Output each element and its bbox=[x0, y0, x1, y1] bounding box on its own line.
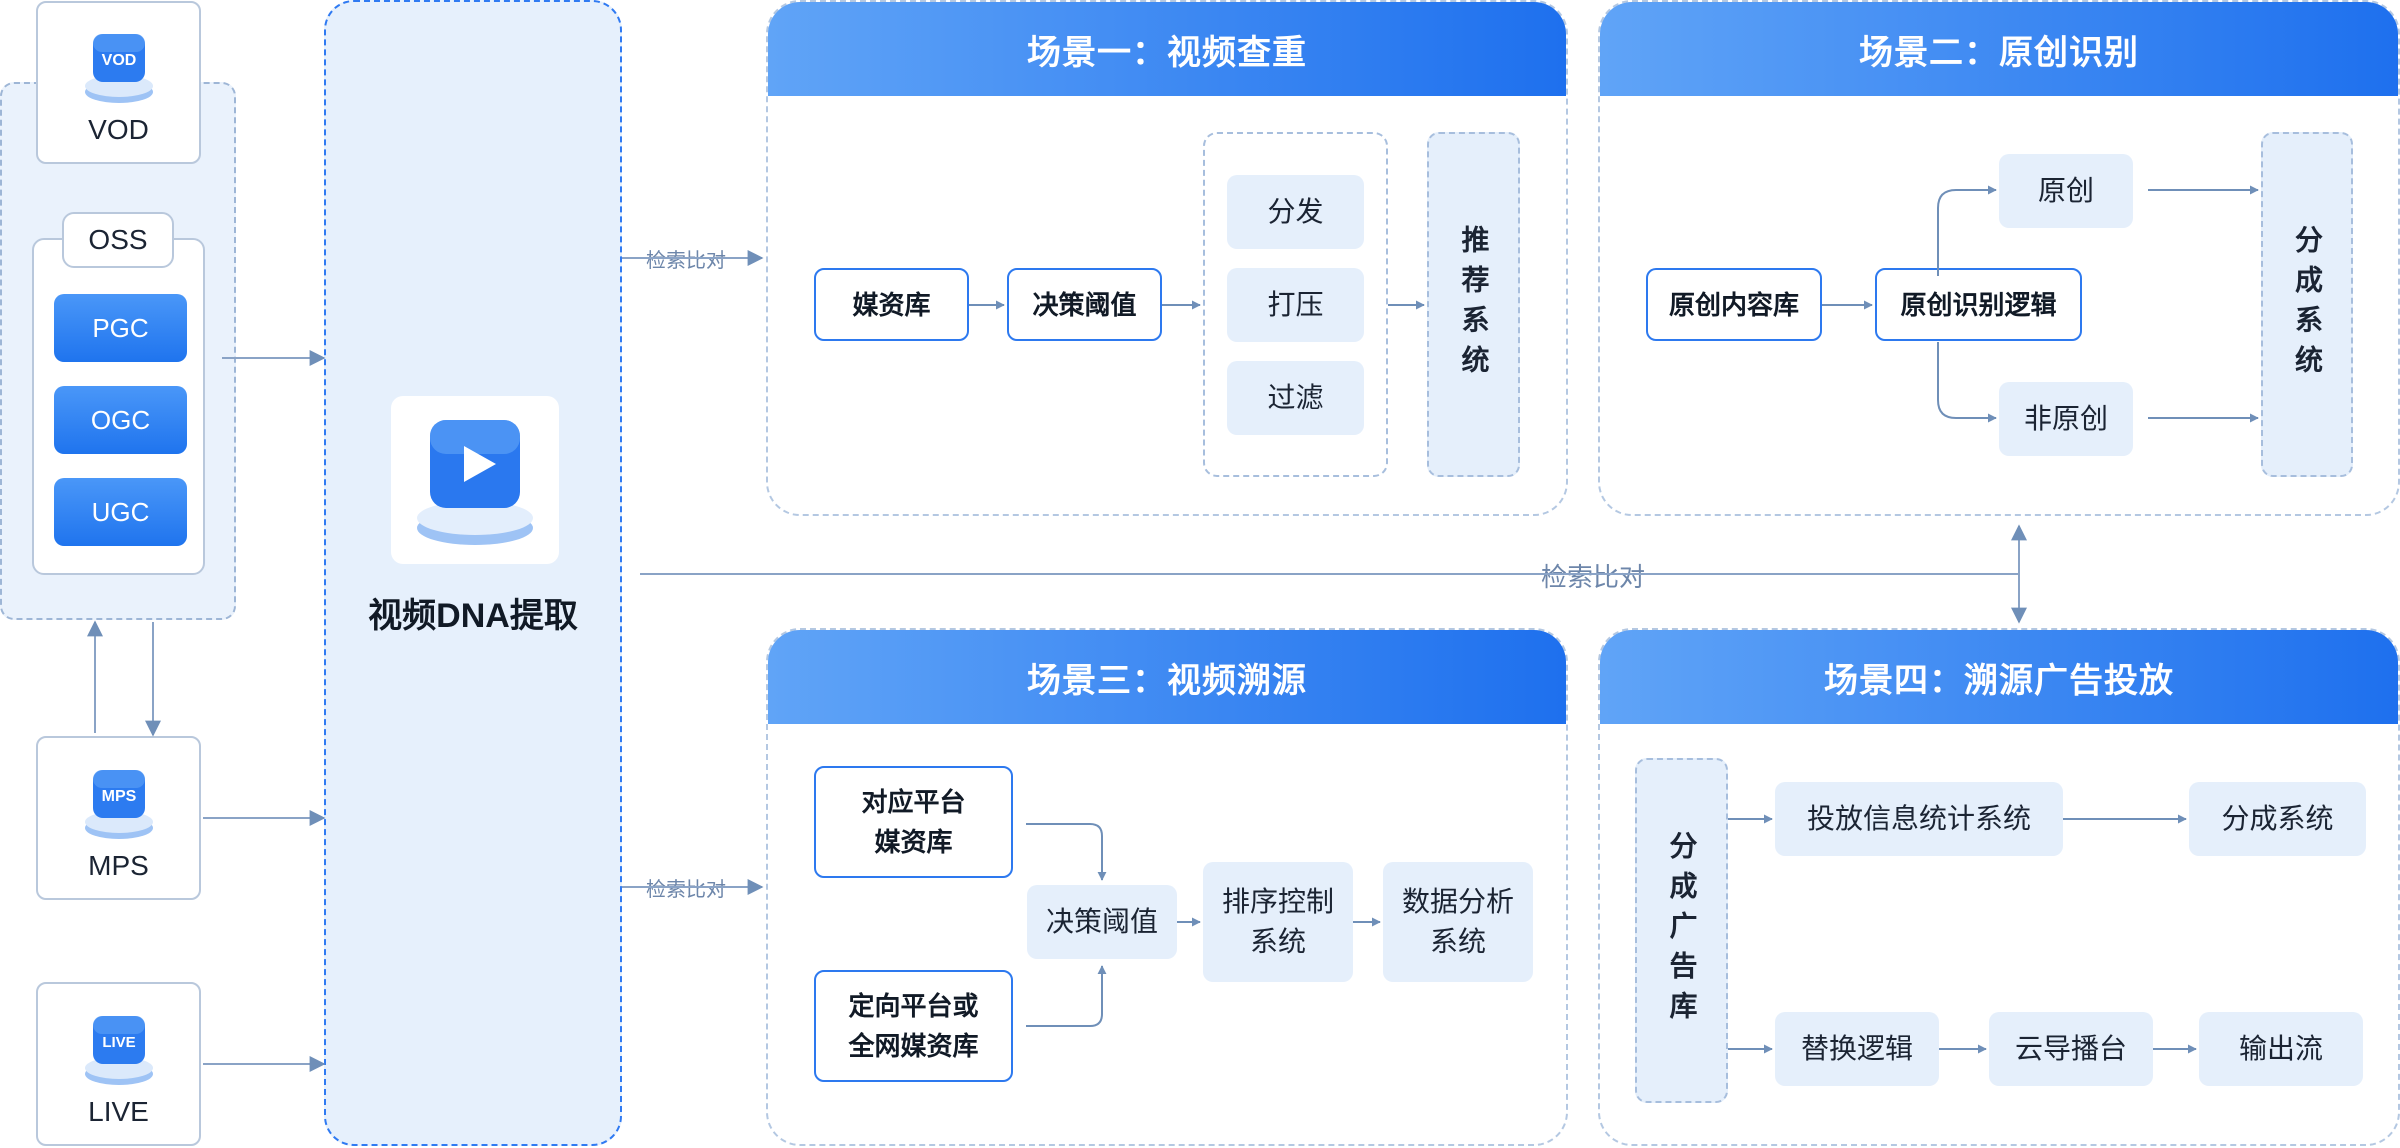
s2-original-content-library[interactable]: 原创内容库 bbox=[1646, 268, 1822, 341]
ogc-button[interactable]: OGC bbox=[54, 386, 187, 454]
pgc-button[interactable]: PGC bbox=[54, 294, 187, 362]
live-label: LIVE bbox=[88, 1096, 149, 1127]
s4-cloud-director[interactable]: 云导播台 bbox=[1989, 1012, 2153, 1086]
arrow-s2-logic-nonoriginal bbox=[1937, 342, 1997, 423]
s3-platform-media-library[interactable]: 对应平台 媒资库 bbox=[814, 766, 1013, 878]
s2-original-identify-logic[interactable]: 原创识别逻辑 bbox=[1875, 268, 2082, 341]
s4-output-stream[interactable]: 输出流 bbox=[2199, 1012, 2363, 1086]
compare-label-middle: 检索比对 bbox=[1531, 557, 1656, 594]
mps-icon-badge: MPS bbox=[101, 788, 136, 805]
s3-decision-threshold[interactable]: 决策阈值 bbox=[1027, 885, 1177, 959]
s4-ad-library-label: 分成广告库 bbox=[1666, 830, 1698, 1031]
s1-action-distribute[interactable]: 分发 bbox=[1227, 175, 1364, 249]
s3-ranking-line1: 排序控制 bbox=[1221, 886, 1334, 917]
mps-label: MPS bbox=[88, 850, 149, 881]
s2-share-label: 分成系统 bbox=[2292, 224, 2323, 385]
vod-icon-badge: VOD bbox=[101, 52, 136, 69]
s2-non-original[interactable]: 非原创 bbox=[1999, 382, 2133, 456]
s3-platform-line2: 媒资库 bbox=[874, 827, 953, 857]
live-icon: LIVE bbox=[84, 1016, 153, 1085]
s3-network-media-library[interactable]: 定向平台或 全网媒资库 bbox=[814, 970, 1013, 1082]
s4-delivery-stats-system[interactable]: 投放信息统计系统 bbox=[1775, 782, 2063, 856]
live-icon-badge: LIVE bbox=[102, 1034, 135, 1051]
mps-icon: MPS bbox=[84, 770, 153, 839]
s1-decision-threshold[interactable]: 决策阈值 bbox=[1007, 268, 1162, 341]
s1-media-library[interactable]: 媒资库 bbox=[814, 268, 969, 341]
mps-source[interactable]: MPS MPS bbox=[36, 736, 201, 900]
s3-analysis-system[interactable]: 数据分析 系统 bbox=[1383, 862, 1533, 982]
scene4-title: 场景四：溯源广告投放 bbox=[1600, 630, 2398, 724]
s3-network-line1: 定向平台或 bbox=[848, 991, 979, 1021]
scene3-title: 场景三：视频溯源 bbox=[768, 630, 1566, 724]
ugc-button[interactable]: UGC bbox=[54, 478, 187, 546]
dna-icon-card bbox=[391, 396, 559, 564]
arrow-s2-logic-original bbox=[1937, 185, 1997, 276]
arrow-s3-network-threshold bbox=[1026, 965, 1107, 1027]
vod-source[interactable]: VOD VOD bbox=[36, 1, 201, 164]
s3-platform-line1: 对应平台 bbox=[861, 787, 966, 817]
s1-recommend-system[interactable]: 推荐系统 bbox=[1427, 132, 1520, 477]
s4-replace-logic[interactable]: 替换逻辑 bbox=[1775, 1012, 1939, 1086]
s1-recommend-label: 推荐系统 bbox=[1458, 224, 1490, 385]
video-play-icon bbox=[417, 420, 533, 545]
arrow-s3-platform-threshold bbox=[1026, 823, 1107, 881]
s1-action-suppress[interactable]: 打压 bbox=[1227, 268, 1364, 342]
s3-network-line2: 全网媒资库 bbox=[848, 1031, 979, 1061]
vod-label: VOD bbox=[88, 114, 149, 145]
scene2-title: 场景二：原创识别 bbox=[1600, 2, 2398, 96]
s1-action-filter[interactable]: 过滤 bbox=[1227, 361, 1364, 435]
s2-share-system[interactable]: 分成系统 bbox=[2261, 132, 2353, 477]
vod-icon: VOD bbox=[84, 34, 153, 103]
scene1-title: 场景一：视频查重 bbox=[768, 2, 1566, 96]
oss-label: OSS bbox=[62, 212, 174, 268]
s3-analysis-line2: 系统 bbox=[1429, 926, 1486, 957]
s3-ranking-line2: 系统 bbox=[1249, 926, 1306, 957]
s4-share-system[interactable]: 分成系统 bbox=[2189, 782, 2366, 856]
s4-ad-library[interactable]: 分成广告库 bbox=[1635, 758, 1728, 1103]
dna-extraction-panel bbox=[324, 0, 622, 1146]
s3-ranking-system[interactable]: 排序控制 系统 bbox=[1203, 862, 1353, 982]
live-source[interactable]: LIVE LIVE bbox=[36, 982, 201, 1146]
s3-analysis-line1: 数据分析 bbox=[1401, 886, 1514, 917]
dna-title: 视频DNA提取 bbox=[368, 597, 578, 635]
s2-original[interactable]: 原创 bbox=[1999, 154, 2133, 228]
